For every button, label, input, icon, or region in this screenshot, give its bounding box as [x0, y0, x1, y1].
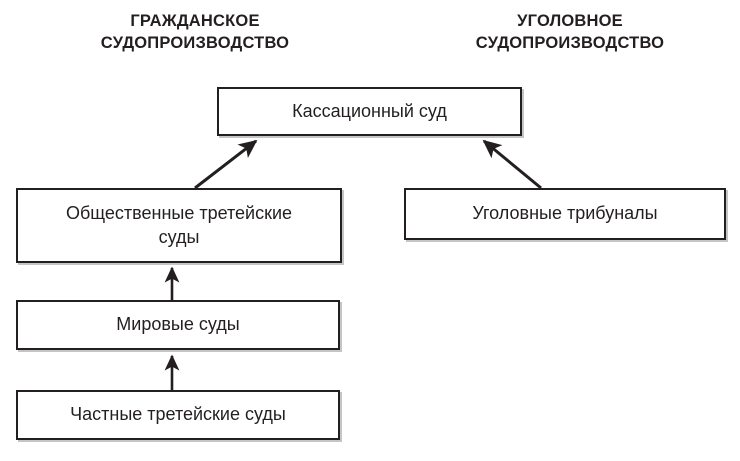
edge-public-arbitration-to-cassation [194, 139, 258, 190]
node-private-arbitration-courts: Частные третейские суды [16, 390, 340, 440]
node-magistrate-courts: Мировые суды [16, 300, 340, 350]
node-cassation-court: Кассационный суд [217, 87, 522, 136]
node-criminal-tribunals-label: Уголовные трибуналы [472, 203, 658, 224]
node-magistrate-courts-label: Мировые суды [116, 314, 240, 335]
column-header-civil: ГРАЖДАНСКОЕ СУДОПРОИЗВОДСТВО [100, 12, 290, 53]
node-public-arbitration-courts-label: Общественные третейские суды [65, 203, 293, 247]
node-private-arbitration-courts-label: Частные третейские суды [70, 404, 286, 425]
node-public-arbitration-courts: Общественные третейские суды [16, 188, 342, 263]
column-header-criminal: УГОЛОВНОЕ СУДОПРОИЗВОДСТВО [475, 12, 665, 53]
edge-criminal-tribunals-to-cassation [482, 139, 542, 190]
node-cassation-court-label: Кассационный суд [292, 100, 447, 121]
node-criminal-tribunals: Уголовные трибуналы [404, 188, 726, 240]
